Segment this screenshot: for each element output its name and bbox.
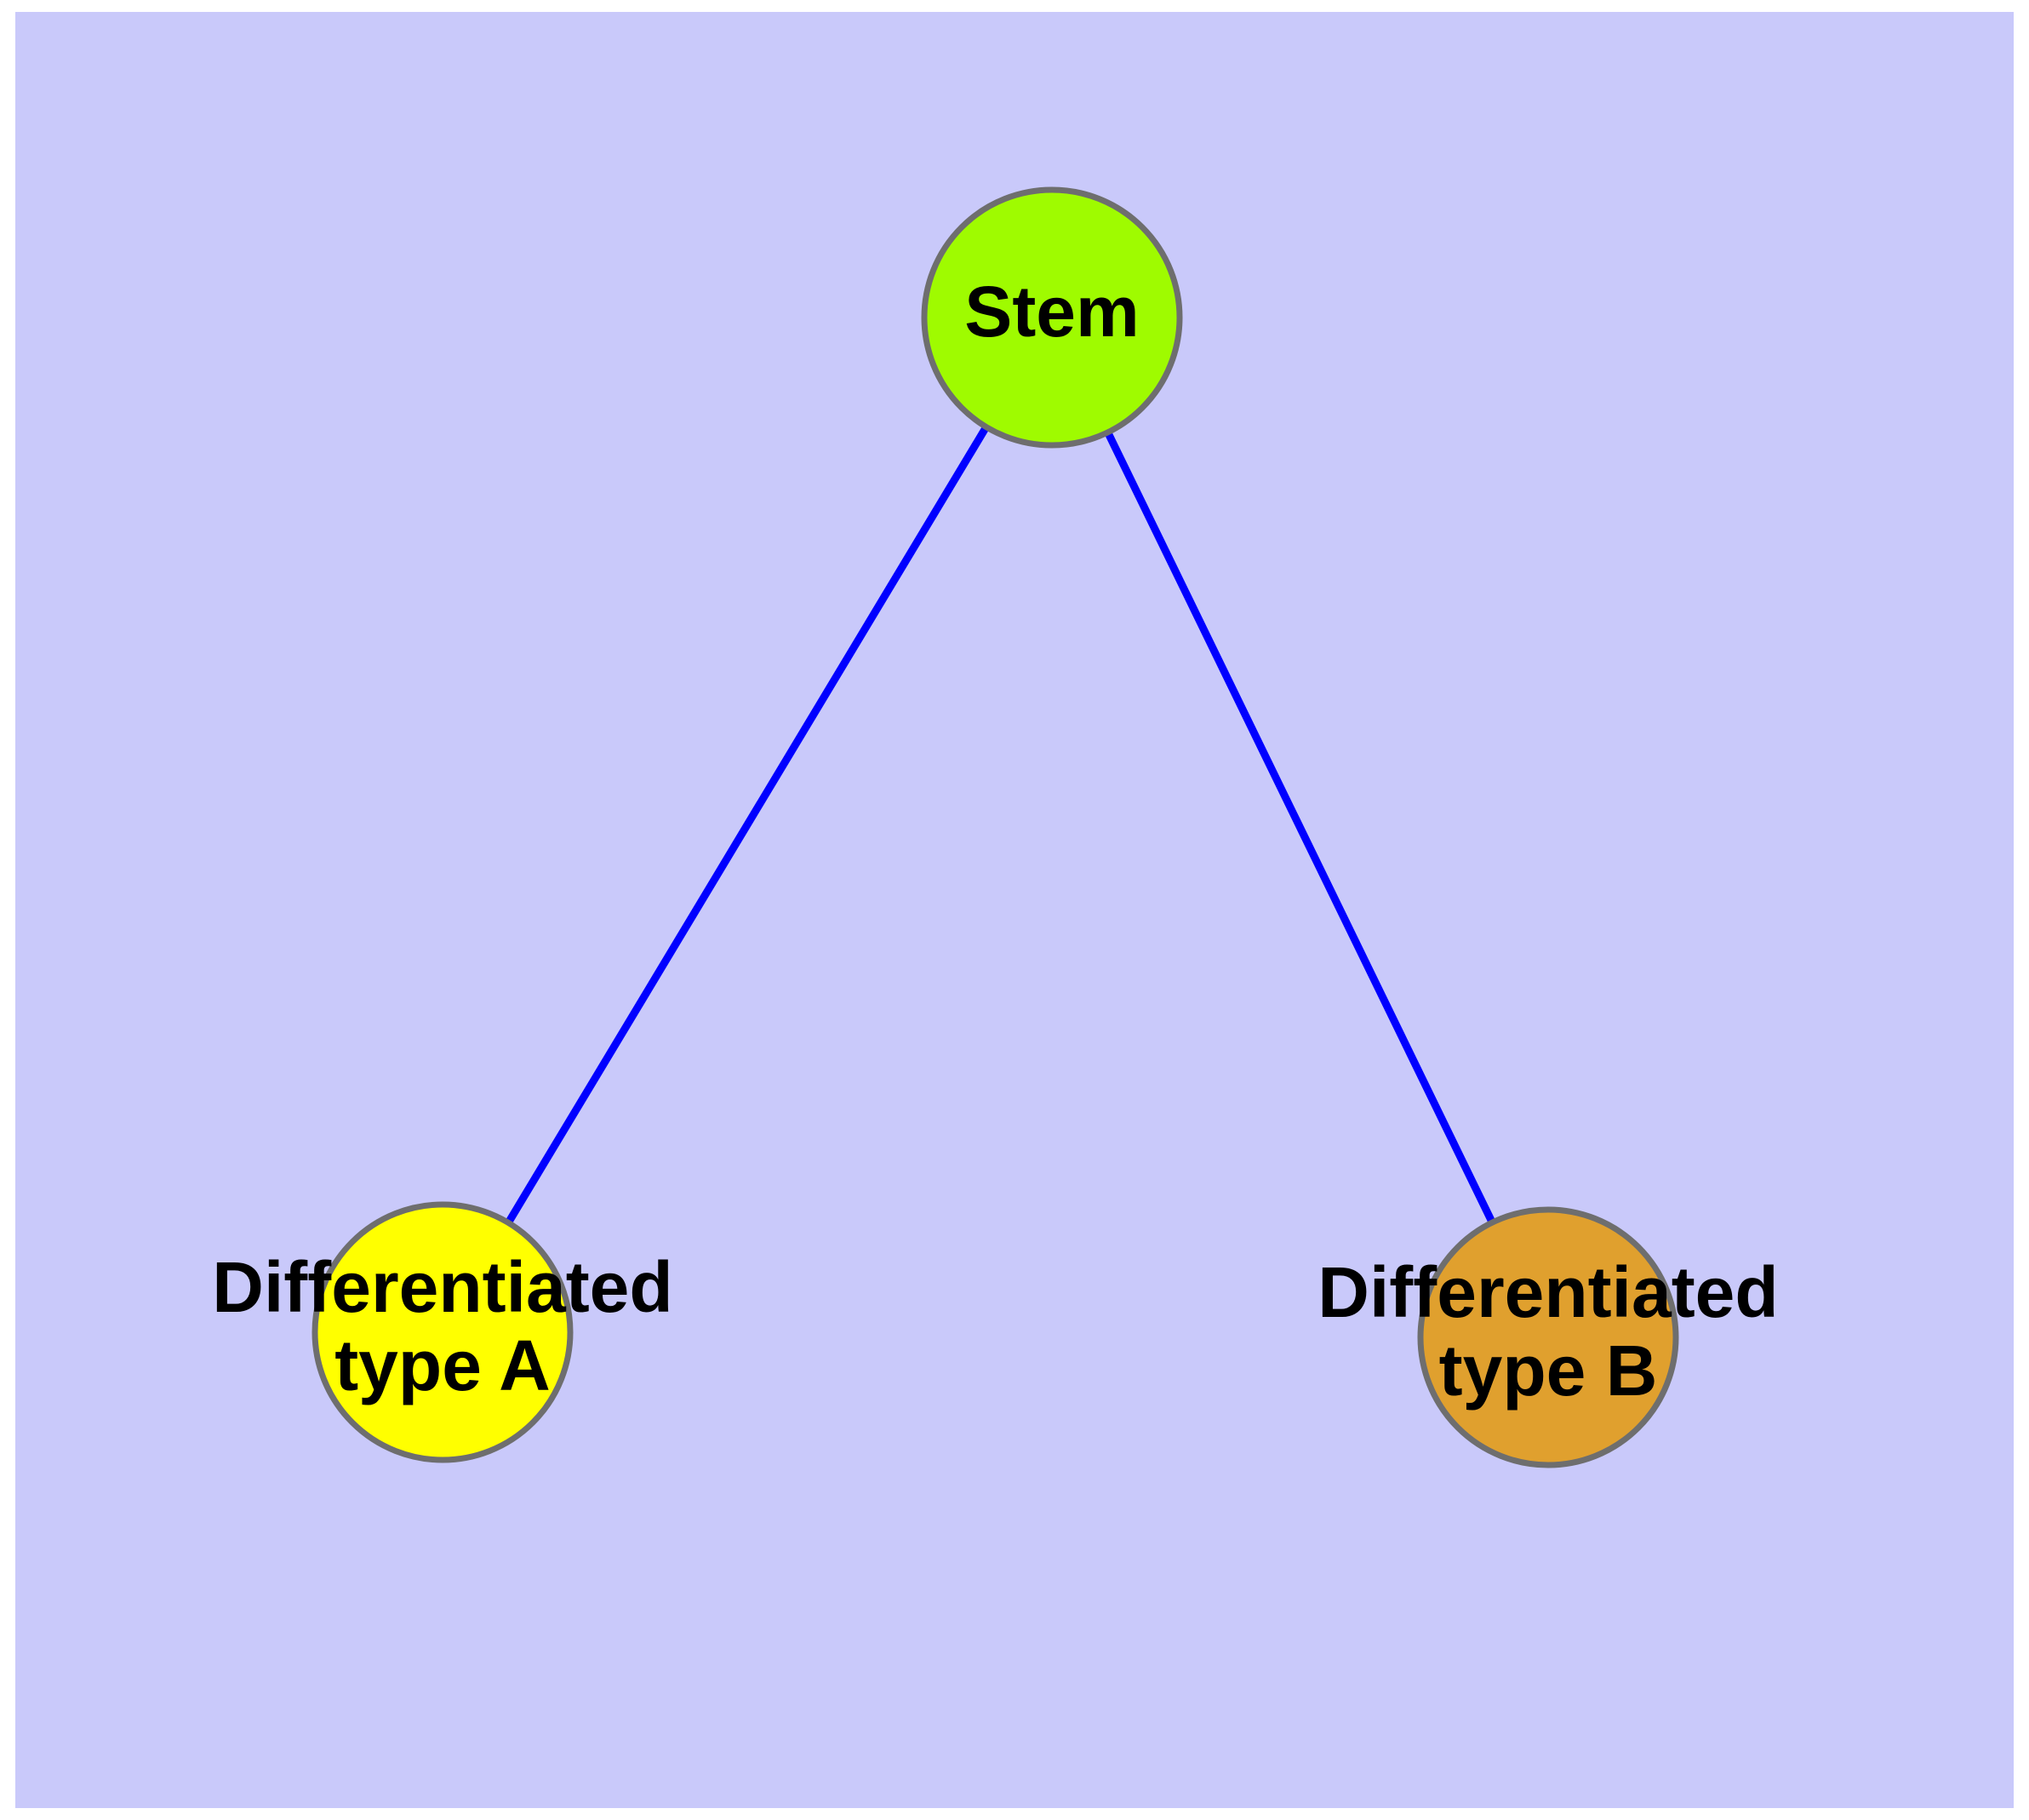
node-label-line: Differentiated bbox=[1317, 1252, 1778, 1332]
node-layer bbox=[311, 186, 1679, 1468]
graph-node-stem[interactable] bbox=[921, 186, 1183, 449]
graph-node-diff_a[interactable] bbox=[311, 1201, 574, 1463]
node-label-line: Stem bbox=[964, 272, 1139, 352]
edge-layer bbox=[505, 425, 1496, 1225]
node-label-line: Differentiated bbox=[212, 1247, 672, 1327]
graph-node-diff_b[interactable] bbox=[1417, 1206, 1679, 1468]
node-label-line: type B bbox=[1439, 1331, 1658, 1411]
graph-edge[interactable] bbox=[1104, 430, 1496, 1225]
node-label-stem: Stem bbox=[964, 272, 1139, 352]
node-label-line: type A bbox=[334, 1325, 551, 1405]
graph-edge[interactable] bbox=[505, 425, 990, 1225]
